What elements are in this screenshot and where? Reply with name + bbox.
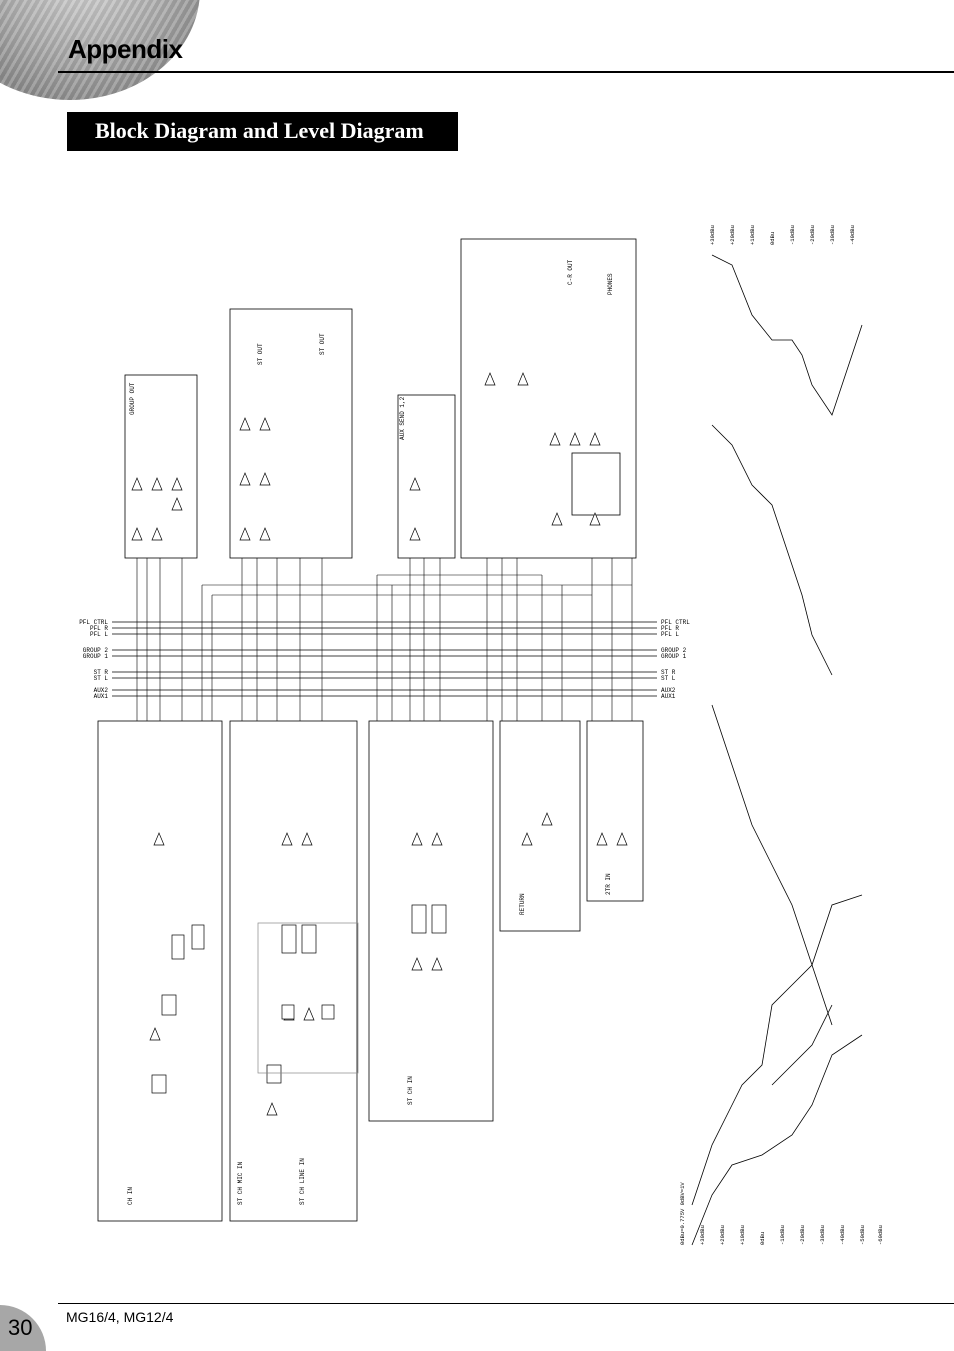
title-rule bbox=[58, 71, 954, 73]
bus-label: AUX2 bbox=[661, 687, 676, 694]
svg-text:+10dBu: +10dBu bbox=[749, 225, 756, 245]
svg-text:ST OUT: ST OUT bbox=[319, 333, 326, 355]
level-diagram-top bbox=[711, 254, 863, 1026]
top-amplifiers bbox=[131, 372, 601, 541]
svg-text:AUX SEND 1,2: AUX SEND 1,2 bbox=[399, 396, 406, 440]
c-r-out-block bbox=[460, 238, 637, 559]
svg-text:+10dBu: +10dBu bbox=[739, 1225, 746, 1245]
bus-label: PFL CTRL bbox=[661, 619, 690, 626]
bus-label: AUX2 bbox=[94, 687, 109, 694]
svg-text:ST CH LINE IN: ST CH LINE IN bbox=[299, 1158, 306, 1205]
svg-text:+20dBu: +20dBu bbox=[719, 1225, 726, 1245]
section-title: Block Diagram and Level Diagram bbox=[95, 118, 424, 143]
svg-text:-10dBu: -10dBu bbox=[789, 225, 796, 245]
svg-text:RETURN: RETURN bbox=[519, 893, 526, 915]
svg-text:-40dBu: -40dBu bbox=[839, 1225, 846, 1245]
meter-block bbox=[571, 452, 621, 516]
bus-label: PFL L bbox=[90, 631, 108, 638]
bus-label: PFL L bbox=[661, 631, 679, 638]
bus-label: ST R bbox=[94, 669, 109, 676]
left-bus-labels: PFL CTRL PFL R PFL L GROUP 2 GROUP 1 ST … bbox=[79, 619, 108, 700]
svg-text:-30dBu: -30dBu bbox=[829, 225, 836, 245]
interconnect-lines bbox=[136, 558, 633, 721]
bus-label: GROUP 1 bbox=[661, 653, 687, 660]
bus-lines bbox=[112, 621, 657, 697]
bus-label: GROUP 2 bbox=[83, 647, 109, 654]
level-scale-top: +30dBu +20dBu +10dBu 0dBu -10dBu -20dBu … bbox=[709, 225, 856, 245]
right-bus-labels: PFL CTRL PFL R PFL L GROUP 2 GROUP 1 ST … bbox=[661, 619, 690, 700]
level-diagram-bottom bbox=[691, 894, 863, 1246]
page-number-tab: 30 bbox=[0, 1305, 46, 1351]
bus-label: ST L bbox=[94, 675, 109, 682]
mono-channel-block bbox=[97, 720, 223, 1222]
svg-text:+20dBu: +20dBu bbox=[729, 225, 736, 245]
svg-text:GROUP OUT: GROUP OUT bbox=[129, 382, 136, 415]
st-channel-block bbox=[229, 720, 358, 1222]
footer-rule bbox=[58, 1303, 954, 1304]
svg-text:+30dBu: +30dBu bbox=[699, 1225, 706, 1245]
svg-text:ST CH MIC IN: ST CH MIC IN bbox=[237, 1161, 244, 1205]
svg-text:-40dBu: -40dBu bbox=[849, 225, 856, 245]
bus-label: ST L bbox=[661, 675, 676, 682]
st-channel-2-block bbox=[368, 720, 494, 1122]
group-out-block bbox=[124, 374, 198, 559]
block-diagram-svg: GROUP OUT ST OUT ST OUT AUX SEND 1,2 C-R… bbox=[79, 225, 884, 1246]
bus-label: PFL CTRL bbox=[79, 619, 108, 626]
return-block bbox=[499, 720, 581, 932]
svg-text:2TR IN: 2TR IN bbox=[605, 873, 612, 895]
svg-text:-50dBu: -50dBu bbox=[859, 1225, 866, 1245]
page-title: Appendix bbox=[68, 34, 183, 64]
svg-text:ST CH IN: ST CH IN bbox=[407, 1076, 414, 1105]
corner-decoration bbox=[0, 0, 200, 100]
svg-text:-60dBu: -60dBu bbox=[877, 1225, 884, 1245]
svg-text:-10dBu: -10dBu bbox=[779, 1225, 786, 1245]
bus-label: GROUP 2 bbox=[661, 647, 687, 654]
svg-text:PHONES: PHONES bbox=[607, 273, 614, 295]
svg-text:-30dBu: -30dBu bbox=[819, 1225, 826, 1245]
level-scale-bottom: 0dBu=0.775V 0dBV=1V +30dBu +20dBu +10dBu… bbox=[679, 1182, 884, 1245]
corner-texture-image bbox=[0, 0, 200, 100]
bus-label: PFL R bbox=[90, 625, 108, 632]
bottom-amplifiers bbox=[149, 812, 628, 1116]
svg-text:0dBu=0.775V 0dBV=1V: 0dBu=0.775V 0dBV=1V bbox=[679, 1182, 686, 1245]
svg-text:0dBu: 0dBu bbox=[759, 1232, 766, 1245]
block-diagram: GROUP OUT ST OUT ST OUT AUX SEND 1,2 C-R… bbox=[72, 205, 887, 1250]
component-boxes bbox=[151, 904, 447, 1094]
svg-text:-20dBu: -20dBu bbox=[799, 1225, 806, 1245]
svg-text:+30dBu: +30dBu bbox=[709, 225, 716, 245]
svg-text:-20dBu: -20dBu bbox=[809, 225, 816, 245]
svg-text:C-R OUT: C-R OUT bbox=[567, 259, 574, 285]
svg-text:ST OUT: ST OUT bbox=[257, 343, 264, 365]
st-out-block bbox=[229, 308, 353, 559]
bus-label: PFL R bbox=[661, 625, 679, 632]
footer-model: MG16/4, MG12/4 bbox=[66, 1309, 174, 1325]
bus-label: AUX1 bbox=[94, 693, 109, 700]
page-number: 30 bbox=[8, 1315, 33, 1340]
svg-text:CH IN: CH IN bbox=[127, 1187, 134, 1205]
aux-send-block bbox=[397, 394, 456, 559]
section-banner: Block Diagram and Level Diagram bbox=[67, 112, 458, 151]
2tr-in-block bbox=[586, 720, 644, 902]
bus-label: GROUP 1 bbox=[83, 653, 109, 660]
svg-text:0dBu: 0dBu bbox=[769, 232, 776, 245]
bus-label: AUX1 bbox=[661, 693, 676, 700]
bus-label: ST R bbox=[661, 669, 676, 676]
